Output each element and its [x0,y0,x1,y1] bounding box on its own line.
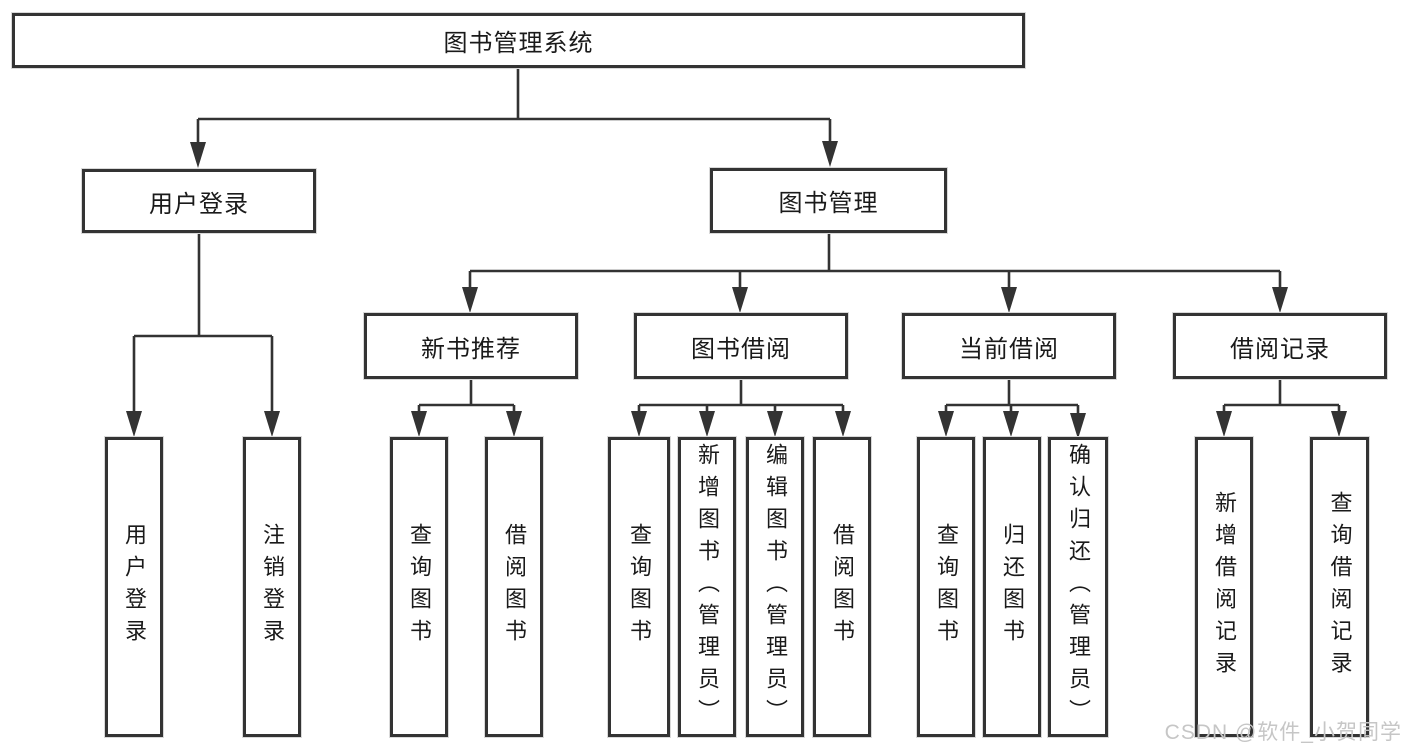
leaf-query-books-current: 查询图书 [917,437,975,737]
node-book-borrowing: 图书借阅 [634,313,848,379]
leaf-query-books-recommend-label: 查询图书 [407,523,432,651]
node-new-book-recommend-label: 新书推荐 [421,335,521,363]
leaf-confirm-return-admin-label: 确认归还（管理员） [1066,443,1091,731]
arrow-down-icon [1216,411,1232,437]
leaf-query-borrowing-record-label: 查询借阅记录 [1327,491,1353,683]
leaf-add-borrowing-record-label: 新增借阅记录 [1212,491,1237,683]
leaf-add-borrowing-record: 新增借阅记录 [1195,437,1253,737]
node-borrowing-records: 借阅记录 [1173,313,1387,379]
arrow-down-icon [411,411,427,437]
leaf-return-books: 归还图书 [983,437,1041,737]
arrow-down-icon [1001,287,1017,313]
leaf-query-books-borrowing-label: 查询图书 [627,523,652,651]
node-current-borrowing-label: 当前借阅 [959,335,1059,363]
node-book-management-label: 图书管理 [778,190,879,217]
arrow-down-icon [506,411,522,437]
leaf-borrow-books-recommend-label: 借阅图书 [502,523,527,651]
leaf-borrow-books-borrowing-label: 借阅图书 [830,523,855,651]
leaf-confirm-return-admin: 确认归还（管理员） [1048,437,1108,737]
leaf-query-borrowing-record: 查询借阅记录 [1310,437,1369,737]
node-book-management: 图书管理 [710,168,947,233]
node-user-login-label: 用户登录 [149,190,249,218]
leaf-add-book-admin-label: 新增图书（管理员） [695,443,720,731]
arrow-down-icon [1070,413,1086,439]
arrow-down-icon [699,411,715,437]
leaf-return-books-label: 归还图书 [1000,523,1025,651]
arrow-down-icon [462,287,478,313]
node-user-login: 用户登录 [82,169,316,233]
arrow-down-icon [190,142,206,168]
leaf-query-books-borrowing: 查询图书 [608,437,670,737]
node-root-system: 图书管理系统 [12,13,1025,68]
node-book-borrowing-label: 图书借阅 [691,335,791,363]
leaf-add-book-admin: 新增图书（管理员） [678,437,736,737]
leaf-user-login-label: 用户登录 [122,523,147,651]
arrow-down-icon [822,141,838,167]
arrow-down-icon [1331,411,1347,437]
node-new-book-recommend: 新书推荐 [364,313,578,379]
arrow-down-icon [938,411,954,437]
arrow-down-icon [835,411,851,437]
csdn-watermark: CSDN @软件_小贺同学 [1164,721,1402,744]
arrow-down-icon [1003,411,1019,437]
node-root-label: 图书管理系统 [443,30,594,57]
arrow-down-icon [126,411,142,437]
node-current-borrowing: 当前借阅 [902,313,1116,379]
arrow-down-icon [767,411,783,437]
arrow-down-icon [1272,287,1288,313]
leaf-query-books-current-label: 查询图书 [934,523,959,651]
leaf-user-login: 用户登录 [105,437,163,737]
node-borrowing-records-label: 借阅记录 [1230,335,1330,363]
leaf-logout-label: 注销登录 [260,523,285,651]
leaf-borrow-books-borrowing: 借阅图书 [813,437,871,737]
leaf-query-books-recommend: 查询图书 [390,437,448,737]
arrow-down-icon [631,411,647,437]
leaf-edit-book-admin-label: 编辑图书（管理员） [763,443,788,731]
arrow-down-icon [732,287,748,313]
leaf-edit-book-admin: 编辑图书（管理员） [746,437,804,737]
leaf-borrow-books-recommend: 借阅图书 [485,437,543,737]
leaf-logout: 注销登录 [243,437,301,737]
arrow-down-icon [264,411,280,437]
